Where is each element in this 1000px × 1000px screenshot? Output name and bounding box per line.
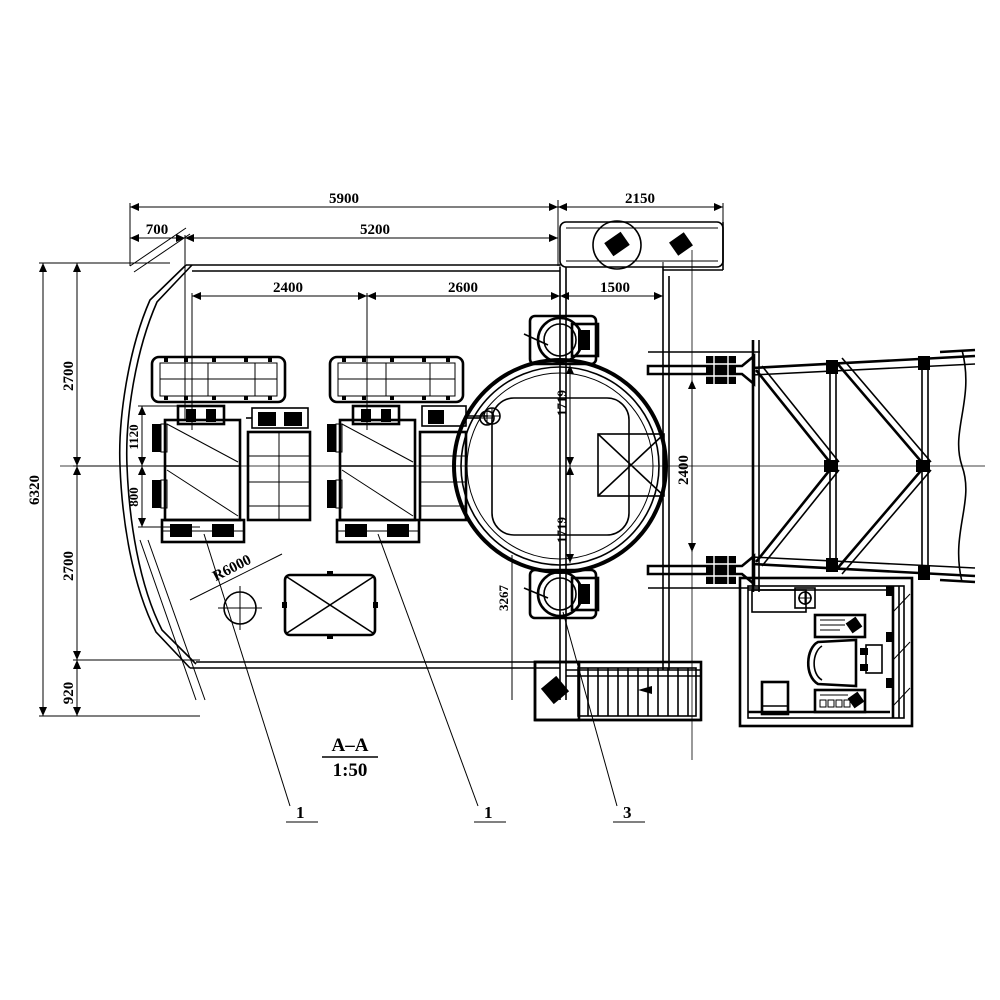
heat-exchanger-right [328, 355, 465, 404]
dim-2600: 2600 [448, 280, 478, 296]
winch-drum-assembly-right [327, 404, 421, 544]
dim-1719-lower: 1719 [554, 517, 569, 544]
dim-2400-right: 2400 [676, 455, 692, 485]
gearbox-right-with-handwheel [418, 405, 501, 522]
dim-2400-top: 2400 [273, 280, 303, 296]
callout-leaders: 1 1 3 [203, 533, 645, 823]
stair-flight [533, 660, 703, 722]
dim-2700-upper: 2700 [61, 361, 77, 391]
callout-3: 3 [623, 803, 632, 822]
bolt-marks-right [342, 358, 450, 400]
heat-exchanger-left [150, 355, 287, 404]
radius-center-mark [218, 586, 262, 630]
dim-1719-upper: 1719 [554, 390, 569, 417]
operator-cabin [738, 576, 914, 728]
view-scale: 1:50 [333, 760, 368, 781]
dim-2150: 2150 [625, 191, 655, 207]
left-dimension-chains: 6320 2700 2700 920 1120 800 [27, 262, 200, 717]
dim-2700-lower: 2700 [61, 551, 77, 581]
callout-1-left: 1 [296, 803, 305, 822]
lattice-boom-truss [751, 340, 976, 592]
boom-foot-pins [646, 351, 760, 589]
gearbox-center [246, 407, 312, 522]
deck-equipment-box [282, 571, 378, 639]
cabin-windows [886, 586, 911, 718]
top-dimension-chains: 5900 2150 700 5200 2400 2600 1500 [129, 191, 724, 430]
dim-6320: 6320 [27, 475, 43, 505]
dim-1500: 1500 [600, 280, 630, 296]
dim-920: 920 [61, 682, 77, 705]
right-vertical-dim: 2400 [676, 380, 696, 552]
callout-1-right: 1 [484, 803, 493, 822]
winch-drum-assembly-left [152, 404, 246, 544]
hatch-top-right [604, 231, 693, 257]
view-title: A–A [332, 735, 369, 756]
sheave-unit-top [523, 314, 600, 366]
bolt-marks-left [164, 358, 272, 400]
slewing-bearing-circle [452, 358, 668, 574]
dim-5900: 5900 [329, 191, 359, 207]
dim-R6000: R6000 [210, 552, 254, 585]
deck-frame [559, 220, 724, 700]
view-title-block: A–A 1:50 [322, 735, 378, 781]
center-vertical-dims: 1719 1719 3267 [496, 365, 574, 700]
dim-700: 700 [146, 222, 169, 238]
dim-1120: 1120 [126, 424, 141, 449]
sheave-unit-bottom [523, 568, 600, 620]
hull-outline [118, 227, 560, 701]
dim-5200: 5200 [360, 222, 390, 238]
dim-3267: 3267 [496, 585, 511, 612]
